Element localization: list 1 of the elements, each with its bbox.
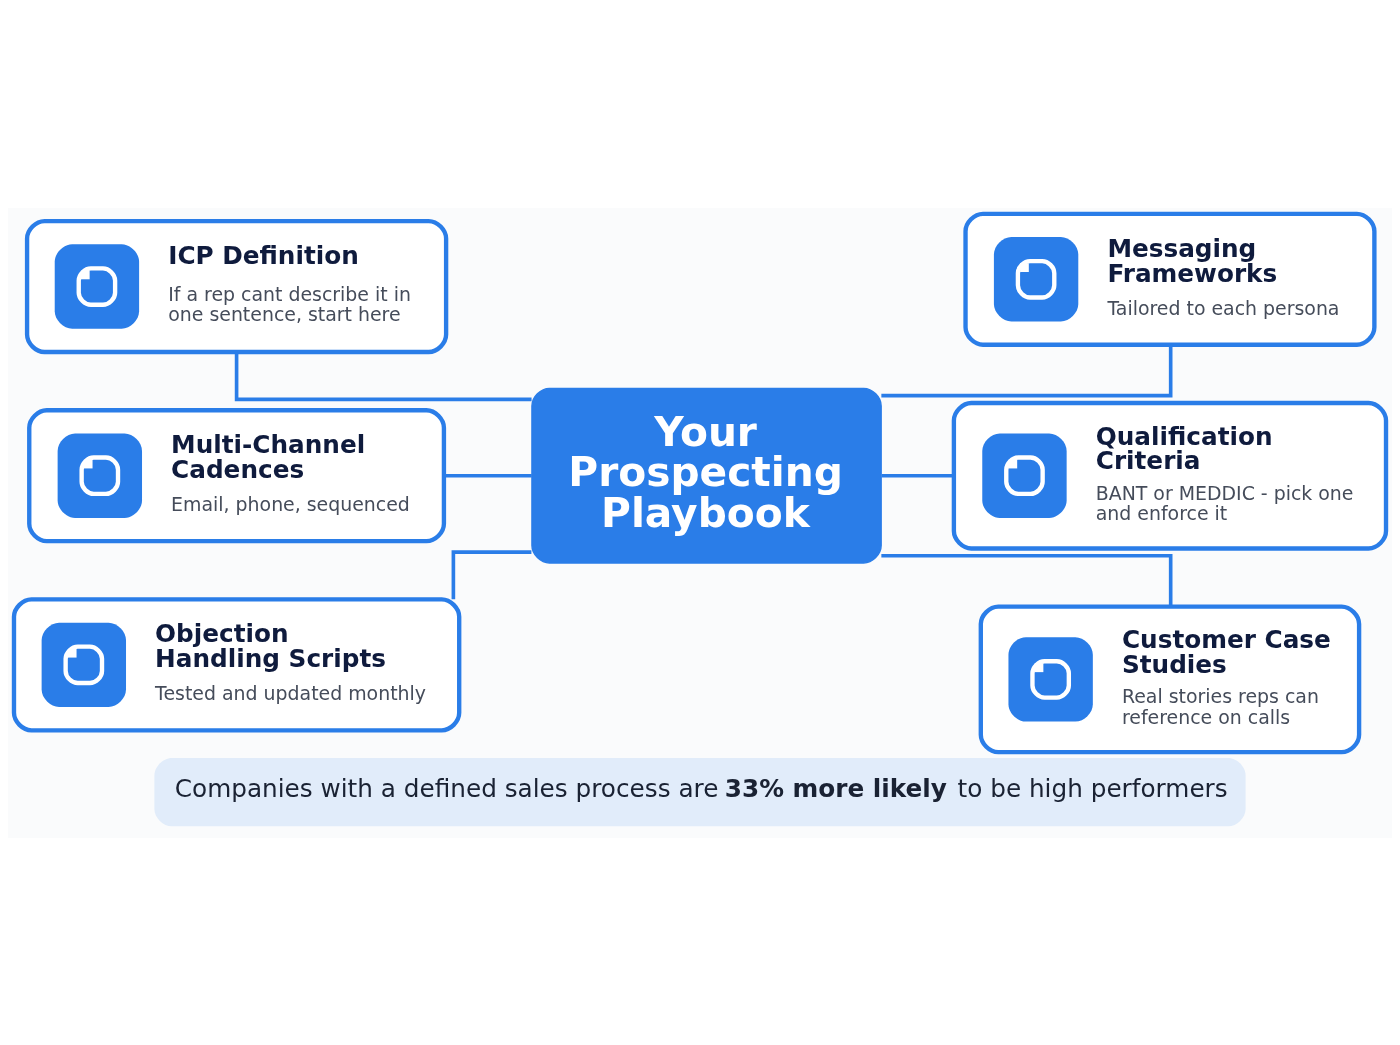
caption: Companies with a defined sales process are 33% more likely to be high performers — [174, 773, 1228, 803]
